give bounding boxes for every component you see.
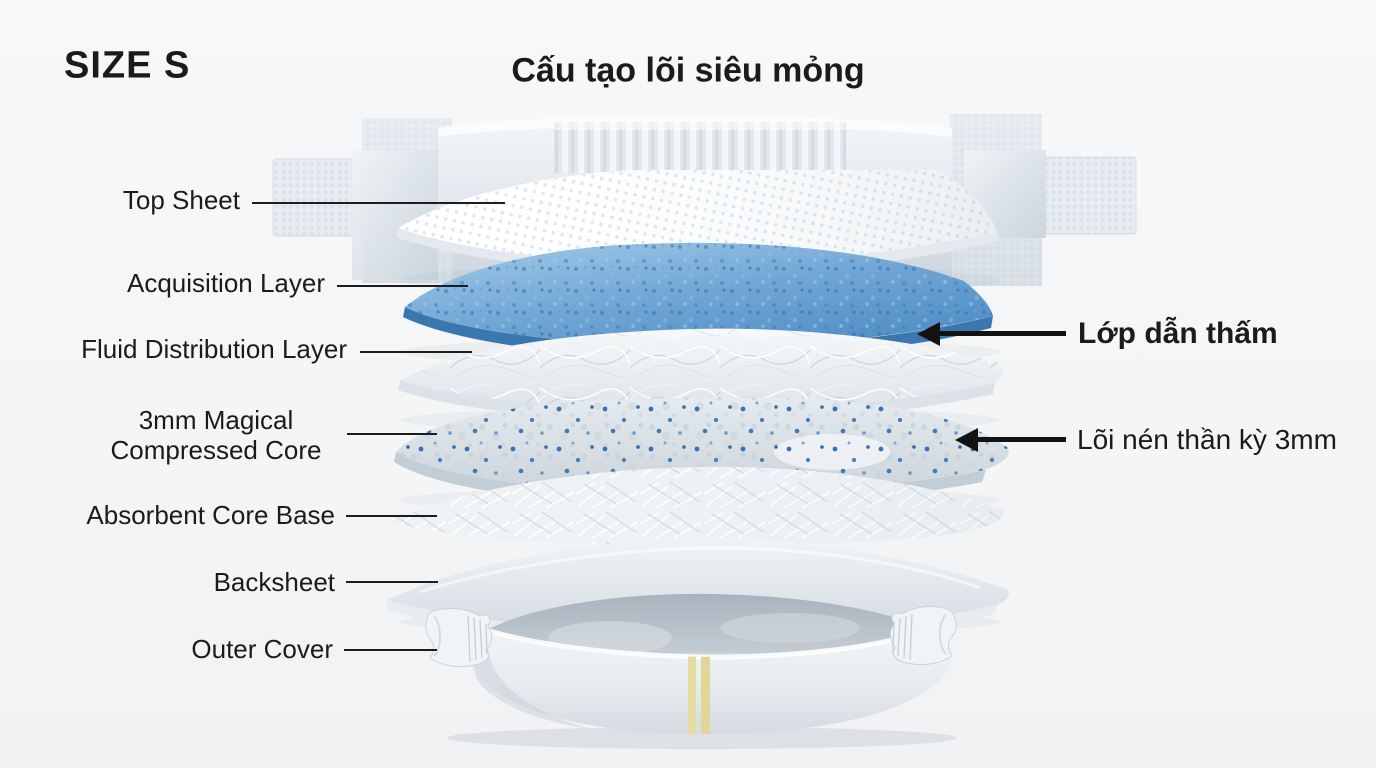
right-tape [1042,156,1137,235]
connector-line-compressed-core [347,433,437,435]
label-vi-lop-dan-tham: Lớp dẫn thấm [1078,317,1278,350]
left-elastic-ruffle [425,608,493,668]
right-elastic-ruffle [889,606,957,666]
label-absorbent-core-base: Absorbent Core Base [86,500,335,531]
layer-outer-cover [425,593,957,749]
label-vi-loi-nen-than-ky: Lõi nén thần kỳ 3mm [1077,424,1337,455]
connector-line-top-sheet [252,202,505,204]
waistband-ribbed-strip [554,122,846,173]
label-fluid-distribution-layer: Fluid Distribution Layer [81,334,347,365]
pointer-arrow-fluid-layer [940,331,1066,336]
wetness-indicator-stripes [688,650,710,734]
connector-line-fluid-distribution-layer [360,351,472,353]
connector-line-outer-cover [344,649,437,651]
label-outer-cover: Outer Cover [191,634,333,665]
label-top-sheet: Top Sheet [122,185,240,216]
outer-cover-front [471,626,952,734]
connector-line-absorbent-core-base [346,515,437,517]
connector-line-backsheet [346,581,438,583]
label-acquisition-layer: Acquisition Layer [127,268,325,299]
size-label: SIZE S [64,44,191,87]
pointer-arrow-core [978,437,1066,442]
connector-line-acquisition-layer [337,285,468,287]
page-title: Cấu tạo lõi siêu mỏng [511,51,865,90]
sap-beads [396,397,1009,495]
label-compressed-core: 3mm Magical Compressed Core [110,405,322,465]
layer-absorbent-core-base [390,466,1005,546]
label-backsheet: Backsheet [213,567,335,598]
